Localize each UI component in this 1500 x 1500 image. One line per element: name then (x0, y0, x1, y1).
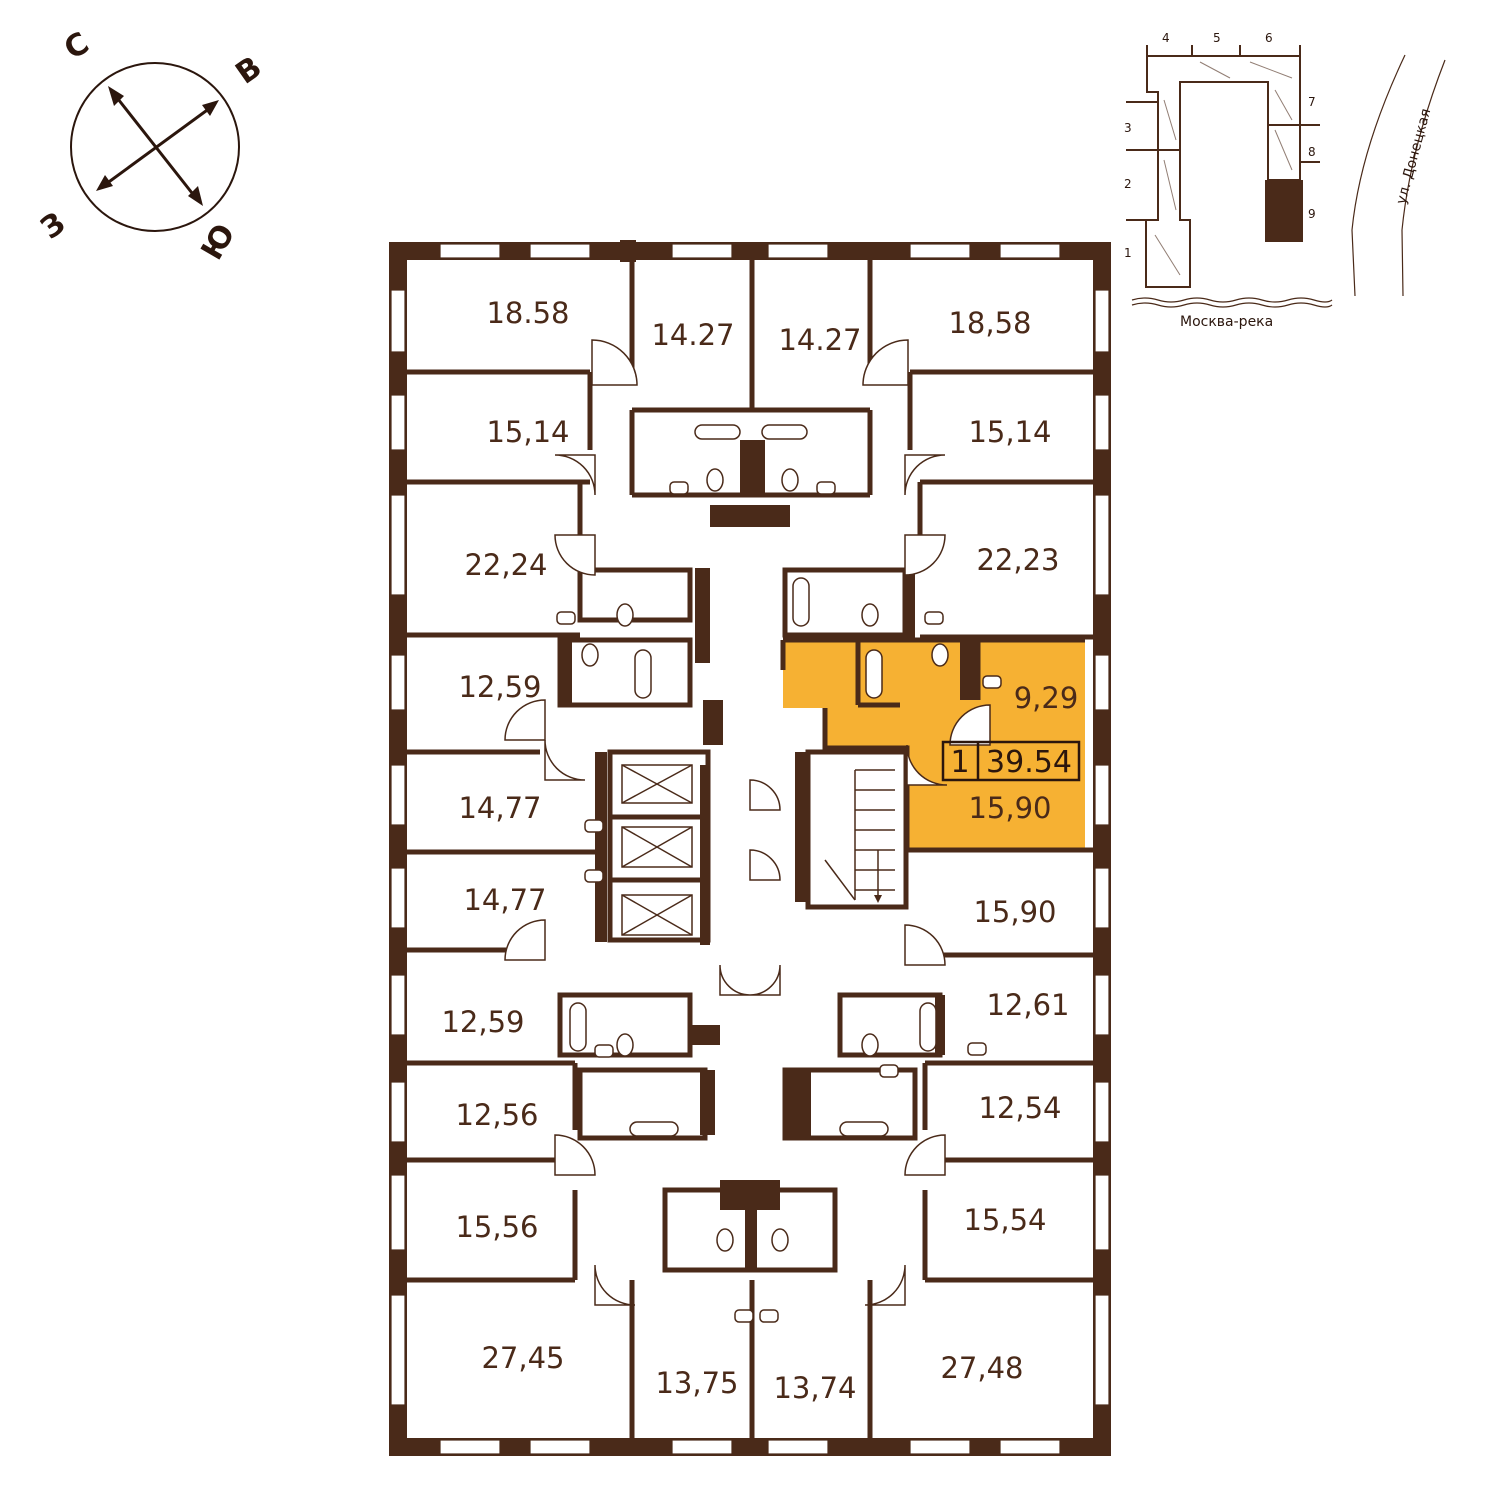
room-area: 27,48 (940, 1351, 1023, 1385)
room-area: 18.58 (486, 296, 569, 330)
room-area: 14.27 (778, 323, 861, 357)
street-label: ул. Донецкая (1393, 107, 1434, 206)
badge-frame (941, 740, 1081, 782)
room-area: 12,56 (455, 1098, 538, 1132)
room-area: 18,58 (948, 306, 1031, 340)
site-plan-building-outline (1126, 45, 1320, 288)
apartment-rooms-count: 1 (950, 745, 969, 780)
section-label-8: 8 (1308, 145, 1316, 159)
compass-south-label: Ю (195, 218, 243, 266)
room-area: 14.27 (651, 318, 734, 352)
apartment-badge[interactable]: 1 39.54 (941, 740, 1081, 782)
room-area: 13,74 (773, 1371, 856, 1405)
compass-north-label: С (59, 26, 96, 67)
street-line (1351, 54, 1406, 297)
elevators (621, 764, 693, 936)
river-label: Москва-река (1180, 314, 1273, 330)
room-area: 15,14 (968, 415, 1051, 449)
site-plan-highlight-section (1265, 180, 1303, 242)
compass: С В Ю З (35, 26, 269, 266)
room-area: 15,56 (455, 1210, 538, 1244)
section-label-3: 3 (1124, 121, 1132, 135)
doors (504, 339, 991, 1306)
bath-fixtures (556, 424, 1002, 1323)
room-area: 15,90 (973, 895, 1056, 929)
apartment-total-area: 39.54 (986, 745, 1072, 780)
room-area: 15,14 (486, 415, 569, 449)
river-line (1131, 297, 1333, 303)
south-arrow-icon (188, 186, 203, 206)
compass-ring (70, 62, 240, 232)
room-area: 15,54 (963, 1203, 1046, 1237)
stair-arrow-icon (874, 895, 882, 903)
room-area: 9,29 (1014, 681, 1079, 715)
staircase (824, 769, 895, 901)
north-arrow-icon (108, 86, 124, 106)
section-label-6: 6 (1265, 31, 1273, 45)
room-area: 22,24 (464, 548, 547, 582)
floor-plan-walls (389, 240, 1111, 1456)
compass-west-label: З (35, 206, 73, 247)
room-area: 12,59 (458, 670, 541, 704)
room-area-labels: 18.58 14.27 14.27 18,58 15,14 15,14 22,2… (441, 296, 1078, 1405)
section-label-2: 2 (1124, 177, 1132, 191)
room-area: 13,75 (655, 1366, 738, 1400)
west-arrow-icon (96, 175, 113, 191)
room-area: 12,59 (441, 1005, 524, 1039)
section-label-1: 1 (1124, 246, 1132, 260)
section-label-5: 5 (1213, 31, 1221, 45)
section-label-9: 9 (1308, 207, 1316, 221)
section-label-4: 4 (1162, 31, 1170, 45)
east-arrow-icon (202, 100, 219, 116)
room-area: 22,23 (976, 543, 1059, 577)
room-area: 27,45 (481, 1341, 564, 1375)
room-area: 15,90 (968, 791, 1051, 825)
room-area: 12,54 (978, 1091, 1061, 1125)
room-area: 14,77 (463, 883, 546, 917)
section-label-7: 7 (1308, 95, 1316, 109)
site-plan: 4 5 6 7 8 9 3 2 1 Москва-река ул. Донецк… (1124, 31, 1446, 330)
room-area: 12,61 (986, 988, 1069, 1022)
compass-east-label: В (230, 50, 269, 92)
room-area: 14,77 (458, 791, 541, 825)
